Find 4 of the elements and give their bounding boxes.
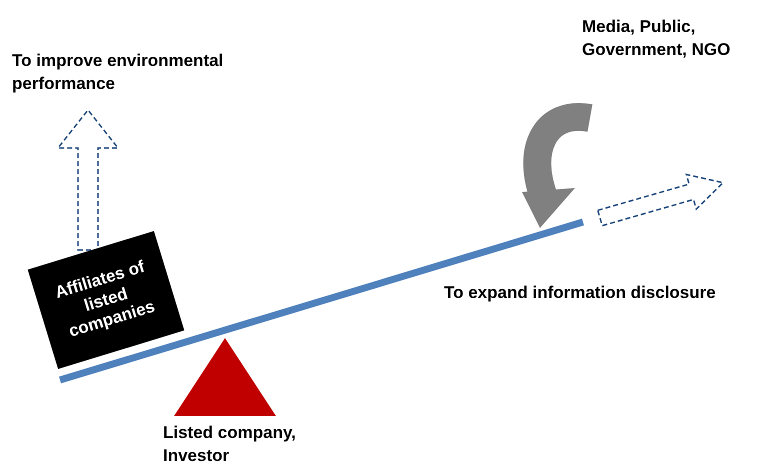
- annotation-text: Media, Public, Government, NGO: [582, 16, 732, 61]
- annotation-text: To improve environmental performance: [12, 50, 224, 95]
- annotation-text: To expand information disclosure: [444, 282, 717, 304]
- node-label: Listed company, Investor: [163, 422, 297, 467]
